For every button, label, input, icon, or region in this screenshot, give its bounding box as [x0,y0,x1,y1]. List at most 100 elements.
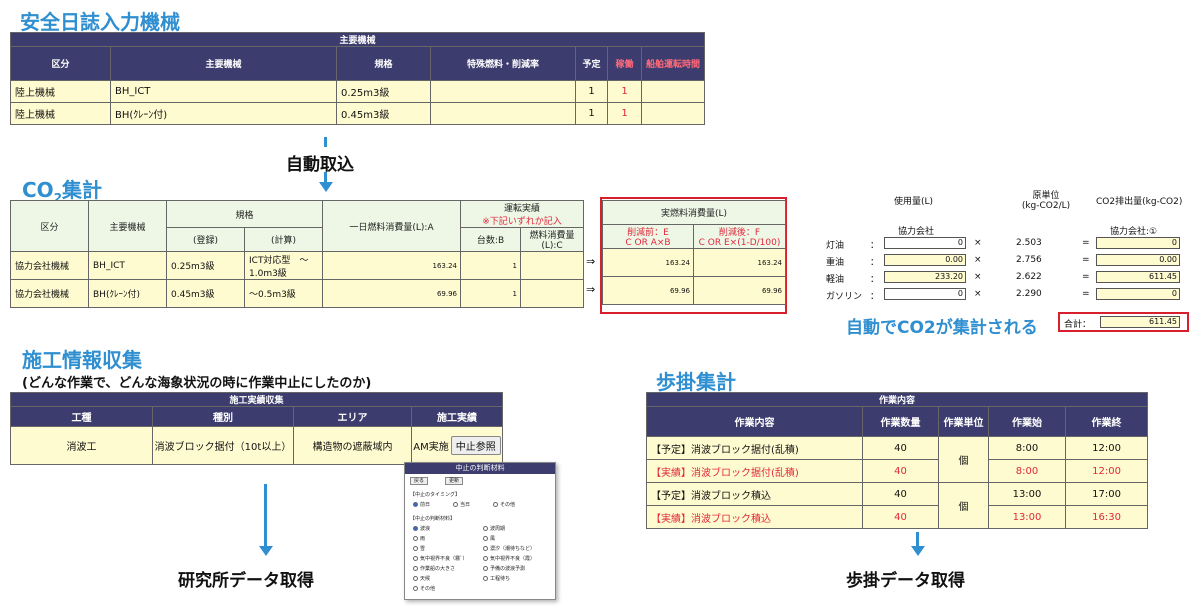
usage-header: 使用量(L) [894,197,934,207]
section-title-co2: CO2集計 [22,178,103,205]
reason-option-label: 予備の波浪予測 [490,566,526,572]
auto-import-label: 自動取込 [286,155,354,175]
reason-option[interactable]: 濃汐（潮待ちなど） [483,545,535,552]
section-title-construction: 施工情報収集 [22,348,142,372]
fuel-usage-input[interactable]: 0.00 [884,254,966,266]
timing-option[interactable]: 前日 [413,501,430,508]
fuel-colon: ： [870,292,880,302]
machines-header: 船舶運転時間 [640,46,706,81]
co2-h-spec-reg: (登録) [166,227,245,252]
reason-option[interactable]: 波浪 [413,525,430,532]
reason-option[interactable]: 作業船の大きさ [413,565,455,572]
lab-data-label: 研究所データ取得 [178,571,314,591]
machines-cell: 陸上機械 [10,102,111,125]
popup-back-button[interactable]: 戻る [410,477,429,485]
machines-cell [430,102,576,125]
co2-cell-calc: ICT対応型 〜1.0m3級 [243,251,324,280]
fuel-usage-input[interactable]: 0 [884,237,966,249]
reason-option-label: 天候 [420,576,431,582]
reason-option[interactable]: 風 [483,535,495,542]
reason-option[interactable]: 気中視界不良（霧ﾞ） [413,555,468,562]
radio-icon[interactable] [483,576,488,581]
fuel-colon: ： [870,258,880,268]
total-value: 611.45 [1100,316,1180,328]
fuel-factor: 2.290 [1016,289,1042,299]
progress-cell-end: 16:30 [1064,505,1149,529]
fuel-emission: 0 [1096,237,1180,249]
co2-cell-units: 1 [460,279,522,308]
radio-icon[interactable] [493,502,498,507]
radio-icon[interactable] [453,502,458,507]
machines-header: 特殊燃料・削減率 [430,46,576,81]
co2-h-machine: 主要機械 [88,200,167,252]
progress-cell-start: 8:00 [988,459,1066,483]
reason-option[interactable]: 天候 [413,575,430,582]
timing-option[interactable]: 当日 [453,501,470,508]
radio-icon[interactable] [483,556,488,561]
popup-update-button[interactable]: 更新 [445,477,464,485]
times-icon: × [974,255,982,265]
reason-option[interactable]: 工程待ち [483,575,510,582]
reason-label: 【中止の判断材料】 [410,516,456,522]
radio-icon[interactable] [413,536,418,541]
unit-header: 原単位(kg-CO2/L) [1021,191,1071,211]
total-highlight [1058,312,1189,332]
times-icon: × [974,272,982,282]
progress-header: 作業内容 [646,406,863,437]
after-cell: 69.96 [692,276,787,305]
machines-cell [430,80,576,103]
machines-cell: 0.45m3級 [336,102,431,125]
radio-icon[interactable] [483,526,488,531]
radio-icon[interactable] [413,576,418,581]
auto-co2-label: 自動でCO2が集計される [846,318,1038,338]
reason-option-label: 風 [490,536,496,542]
radio-icon[interactable] [413,556,418,561]
stop-reference-button[interactable]: 中止参照 [450,436,501,455]
radio-icon[interactable] [413,526,418,531]
radio-icon[interactable] [483,536,488,541]
fuel-usage-input[interactable]: 233.20 [884,271,966,283]
emission-header: CO2排出量(kg-CO2) [1096,197,1183,207]
progress-header: 作業始 [988,406,1066,437]
fuel-colon: ： [870,275,880,285]
co2-h-fuel: 燃料消費量(L):C [520,227,585,252]
equals-icon: = [1082,289,1090,299]
progress-header: 作業数量 [862,406,939,437]
progress-cell-end: 17:00 [1064,482,1149,506]
fuel-usage-input[interactable]: 0 [884,288,966,300]
co2-cell-reg: 0.25m3級 [166,251,245,280]
radio-icon[interactable] [413,566,418,571]
radio-icon[interactable] [413,546,418,551]
fuel-factor: 2.622 [1016,272,1042,282]
co2-cell-kubun: 協力会社機械 [10,251,89,280]
radio-icon[interactable] [413,586,418,591]
radio-icon[interactable] [483,566,488,571]
co2-cell-daily: 163.24 [322,251,462,280]
construction-cell-area: 構造物の遮蔽域内 [293,426,412,465]
machines-cell: 陸上機械 [10,80,111,103]
reason-option[interactable]: 波周期 [483,525,505,532]
reason-option[interactable]: 雪 [413,545,425,552]
arrow-line-1b [324,172,327,182]
radio-icon[interactable] [413,502,418,507]
times-icon: × [974,289,982,299]
equals-icon: = [1082,238,1090,248]
reason-option[interactable]: 予備の波浪予測 [483,565,525,572]
radio-icon[interactable] [483,546,488,551]
reason-option[interactable]: 気中視界不良（霞） [483,555,535,562]
co2-h-daily: 一日燃料消費量(L):A [322,200,462,252]
reason-option[interactable]: 雨 [413,535,425,542]
progress-table: 作業内容 作業内容作業数量作業単位作業始作業終 【予定】消波ブロック据付(乱積)… [645,392,1149,529]
progress-cell-qty: 40 [862,505,939,529]
reason-option[interactable]: その他 [413,585,435,592]
row-arrow-icon: ⇒ [586,255,596,268]
fuel-name: 灯油 [826,241,845,251]
progress-cell-qty: 40 [862,459,939,483]
co2-h-kubun: 区分 [10,200,89,252]
progress-cell-content: 【実績】消波ブロック据付(乱積) [646,459,863,483]
timing-option[interactable]: その他 [493,501,515,508]
